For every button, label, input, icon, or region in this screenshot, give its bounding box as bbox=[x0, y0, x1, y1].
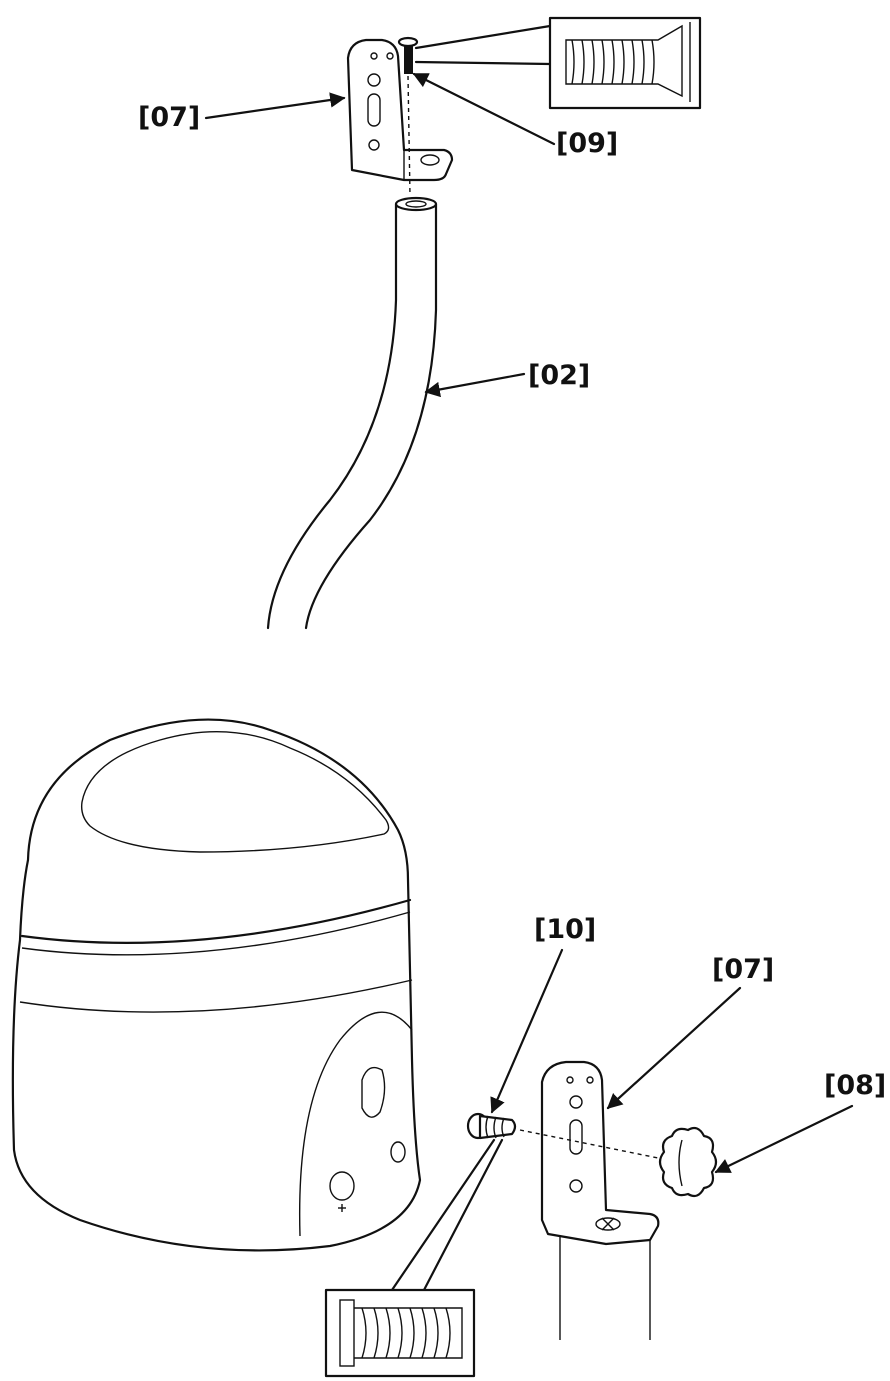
leader-knob bbox=[714, 1104, 854, 1174]
leader-top-bracket bbox=[204, 92, 346, 120]
callout-side-bracket: [07] bbox=[712, 954, 774, 985]
leader-tube bbox=[424, 372, 526, 398]
side-bracket bbox=[540, 1060, 660, 1340]
leader-side-screw bbox=[490, 948, 564, 1114]
assembly-axis bbox=[519, 1129, 669, 1161]
speaker-icon bbox=[11, 718, 422, 1252]
top-bracket bbox=[346, 38, 454, 182]
side-screw-icon bbox=[466, 1112, 517, 1140]
callout-top-bracket: [07] bbox=[138, 102, 200, 133]
callout-top-screw: [09] bbox=[556, 128, 618, 159]
screw-detail-inset-bottom bbox=[324, 1138, 504, 1378]
callout-side-screw: [10] bbox=[534, 914, 596, 945]
knob-icon bbox=[658, 1126, 718, 1198]
leader-top-screw bbox=[412, 72, 556, 146]
top-screw-icon bbox=[397, 36, 419, 197]
leader-side-bracket bbox=[606, 986, 742, 1110]
screw-detail-inset-top bbox=[414, 16, 702, 110]
tube-icon bbox=[266, 196, 438, 630]
callout-knob: [08] bbox=[824, 1070, 886, 1101]
callout-tube: [02] bbox=[528, 360, 590, 391]
